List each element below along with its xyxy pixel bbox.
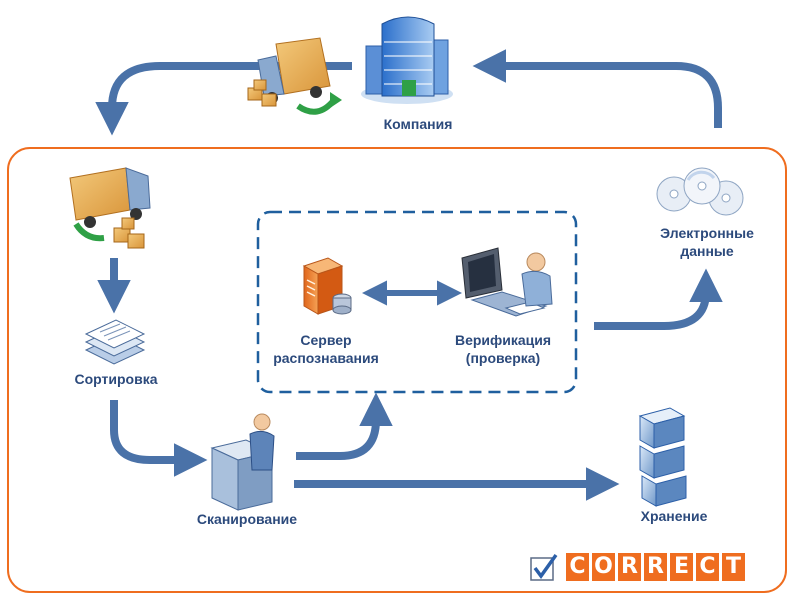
company-building-icon [361,16,453,104]
arrow-scanning-to-server [296,392,393,460]
logo-letter: R [618,553,641,581]
label-electronic-data: Электронные данные [642,224,772,260]
server-icon [302,257,352,315]
label-verification-line2: (проверка) [465,350,541,366]
logo-letter: T [722,553,745,581]
document-stack-icon [84,319,146,365]
scanner-operator-icon [210,413,275,511]
arrow-company-to-truck [95,62,352,136]
label-scanning: Сканирование [196,511,298,527]
label-server: Сервер распознавания [266,331,386,367]
correct-logo: C O R R E C T [530,552,748,582]
arrow-verify-to-edata [594,268,723,330]
arrow-edata-to-company [472,49,722,128]
delivery-truck-icon [247,37,342,115]
flow-arrows [95,49,723,501]
label-server-line2: распознавания [273,350,379,366]
process-frame [7,147,787,593]
label-verification: Верификация (проверка) [438,331,568,367]
logo-check-icon [530,553,558,581]
logo-letter: C [566,553,589,581]
label-electronic-data-line2: данные [680,243,734,259]
logo-letters: C O R R E C T [566,553,748,581]
label-server-line1: Сервер [300,332,352,348]
storage-blocks-icon [638,407,687,507]
logo-letter: R [644,553,667,581]
cd-discs-icon [656,167,744,216]
label-storage: Хранение [640,508,708,524]
logo-letter: C [696,553,719,581]
delivery-truck-icon [69,167,151,249]
label-verification-line1: Верификация [454,332,552,348]
logo-letter: E [670,553,693,581]
verification-operator-icon [461,247,553,317]
logo-letter: O [592,553,615,581]
label-electronic-data-line1: Электронные [660,225,754,241]
label-company: Компания [383,116,453,132]
recognition-box [256,210,578,394]
arrow-sorting-to-scanning [110,400,208,477]
label-sorting: Сортировка [74,371,158,387]
